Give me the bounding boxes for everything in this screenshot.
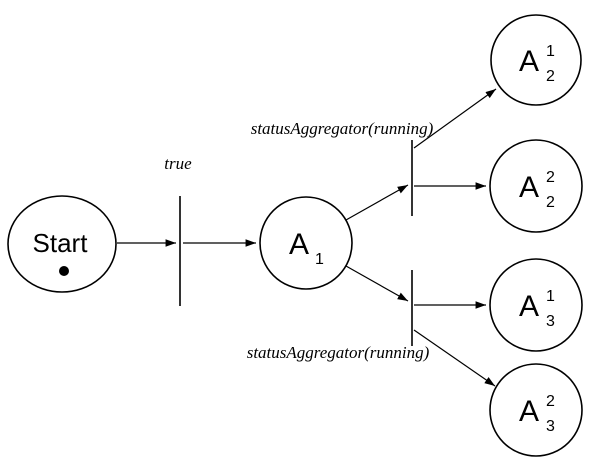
- node-a1-label: A: [289, 228, 309, 261]
- node-a2-2-circle: [489, 139, 583, 233]
- node-a3-2-subscript: 3: [546, 418, 555, 435]
- node-a2-1-superscript: 1: [546, 43, 555, 60]
- node-a2-1-circle: [490, 14, 582, 106]
- node-a3-1-superscript: 1: [546, 288, 555, 305]
- node-a3-1-circle: [489, 258, 583, 352]
- node-a1-subscript: 1: [315, 251, 324, 268]
- node-a2-2-superscript: 2: [546, 169, 555, 186]
- edges: [117, 88, 497, 387]
- transition-label-upper: statusAggregator(running): [251, 119, 434, 138]
- transition-upper: statusAggregator(running): [251, 119, 434, 216]
- node-a2-1-subscript: 2: [546, 68, 555, 85]
- node-a2-1-label: A: [519, 45, 539, 78]
- node-a3-2: A 2 3: [489, 363, 583, 457]
- node-a3-1: A 1 3: [489, 258, 583, 352]
- edge-a1-to-upper-bar: [345, 184, 409, 221]
- node-a2-2: A 2 2: [489, 139, 583, 233]
- transition-true: true: [164, 154, 192, 306]
- transition-lower: statusAggregator(running): [247, 270, 430, 362]
- edge-upper-bar-to-a2-1: [413, 88, 497, 149]
- node-start-label: Start: [33, 228, 89, 258]
- node-a3-1-subscript: 3: [546, 313, 555, 330]
- edge-a1-to-lower-bar: [345, 265, 409, 302]
- node-start-circle: [7, 195, 117, 293]
- node-a3-1-label: A: [519, 290, 539, 323]
- transition-label-true: true: [164, 154, 192, 173]
- node-a3-2-circle: [489, 363, 583, 457]
- edge-lower-bar-to-a3-2: [413, 329, 496, 387]
- node-a3-2-superscript: 2: [546, 393, 555, 410]
- node-a1: A 1: [259, 196, 353, 290]
- node-a2-2-subscript: 2: [546, 194, 555, 211]
- start-initial-dot: [59, 266, 69, 276]
- node-start: Start: [7, 195, 117, 293]
- transition-label-lower: statusAggregator(running): [247, 343, 430, 362]
- node-a2-2-label: A: [519, 171, 539, 204]
- node-a2-1: A 1 2: [490, 14, 582, 106]
- node-a3-2-label: A: [519, 395, 539, 428]
- node-a1-circle: [259, 196, 353, 290]
